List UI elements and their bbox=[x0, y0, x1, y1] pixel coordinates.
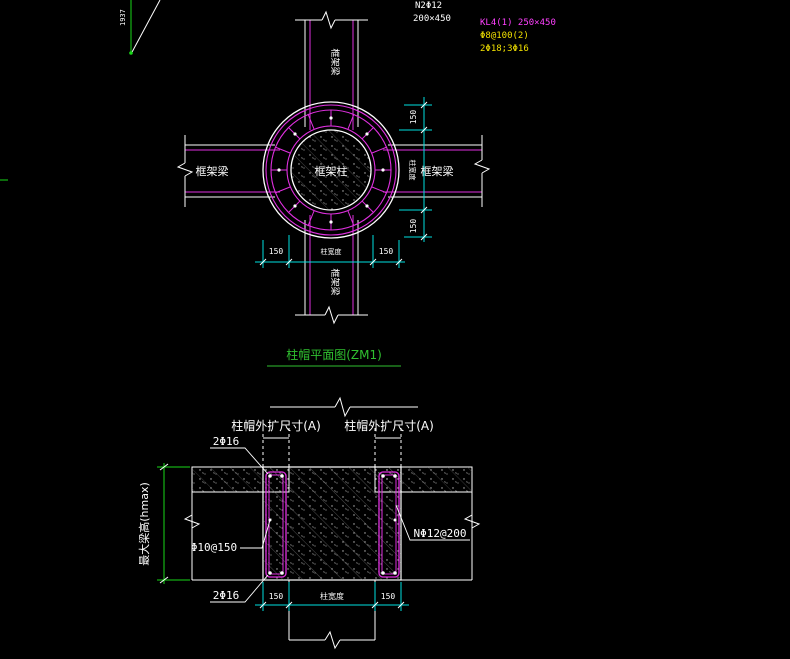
section-dim-left: 150 bbox=[269, 592, 284, 601]
beam-left bbox=[176, 135, 280, 207]
dim-right-vertical bbox=[399, 97, 432, 242]
plan-dim-top: 150 bbox=[409, 110, 418, 125]
beam-right bbox=[383, 135, 491, 207]
dim-bottom-horizontal bbox=[255, 235, 405, 268]
plan-view bbox=[176, 10, 491, 325]
plan-dim-right: 150 bbox=[379, 247, 394, 256]
section-side-bars-label: NΦ12@200 bbox=[414, 527, 467, 540]
section-col-width-label: 柱宽度 bbox=[320, 591, 344, 601]
plan-col-width-label: 柱宽度 bbox=[321, 247, 342, 256]
section-stirrups-label: Φ10@150 bbox=[191, 541, 237, 554]
section-top-bars-label: 2Φ16 bbox=[213, 435, 240, 448]
small-vertical-label: 1937 bbox=[119, 9, 127, 26]
beam-note-line2: Φ8@100(2) bbox=[480, 31, 529, 41]
plan-dim-bottom: 150 bbox=[409, 219, 418, 234]
beam-note-line3: 2Φ18;3Φ16 bbox=[480, 44, 529, 54]
plan-dim-left: 150 bbox=[269, 247, 284, 256]
top-left-fragment bbox=[0, 0, 161, 181]
plan-col-width-label-right: 柱宽度 bbox=[408, 160, 417, 181]
column-cap bbox=[262, 101, 400, 239]
plan-title: 柱帽平面图(ZM1) bbox=[286, 347, 382, 362]
section-bottom-bars-label: 2Φ16 bbox=[213, 589, 240, 602]
section-ext-right-label: 柱帽外扩尺寸(A) bbox=[344, 418, 434, 433]
plan-beam-left-label: 框架梁 bbox=[196, 164, 229, 178]
beam-note-line1: KL4(1) 250×450 bbox=[480, 18, 556, 28]
plan-column-label: 框架柱 bbox=[315, 164, 348, 178]
section-dim-right: 150 bbox=[381, 592, 396, 601]
section-ext-left-label: 柱帽外扩尺寸(A) bbox=[231, 418, 321, 433]
plan-beam-bottom-label: 框架梁 bbox=[329, 268, 341, 295]
beam-top bbox=[295, 10, 368, 130]
plan-beam-top-label: 框架梁 bbox=[329, 48, 341, 75]
section-view bbox=[157, 396, 481, 650]
section-size-note: 200×450 bbox=[413, 14, 451, 24]
section-height-label: 最大梁高(hmax) bbox=[137, 482, 151, 566]
plan-beam-right-label: 框架梁 bbox=[421, 164, 454, 178]
stirrup-note: N2Φ12 bbox=[415, 1, 442, 11]
